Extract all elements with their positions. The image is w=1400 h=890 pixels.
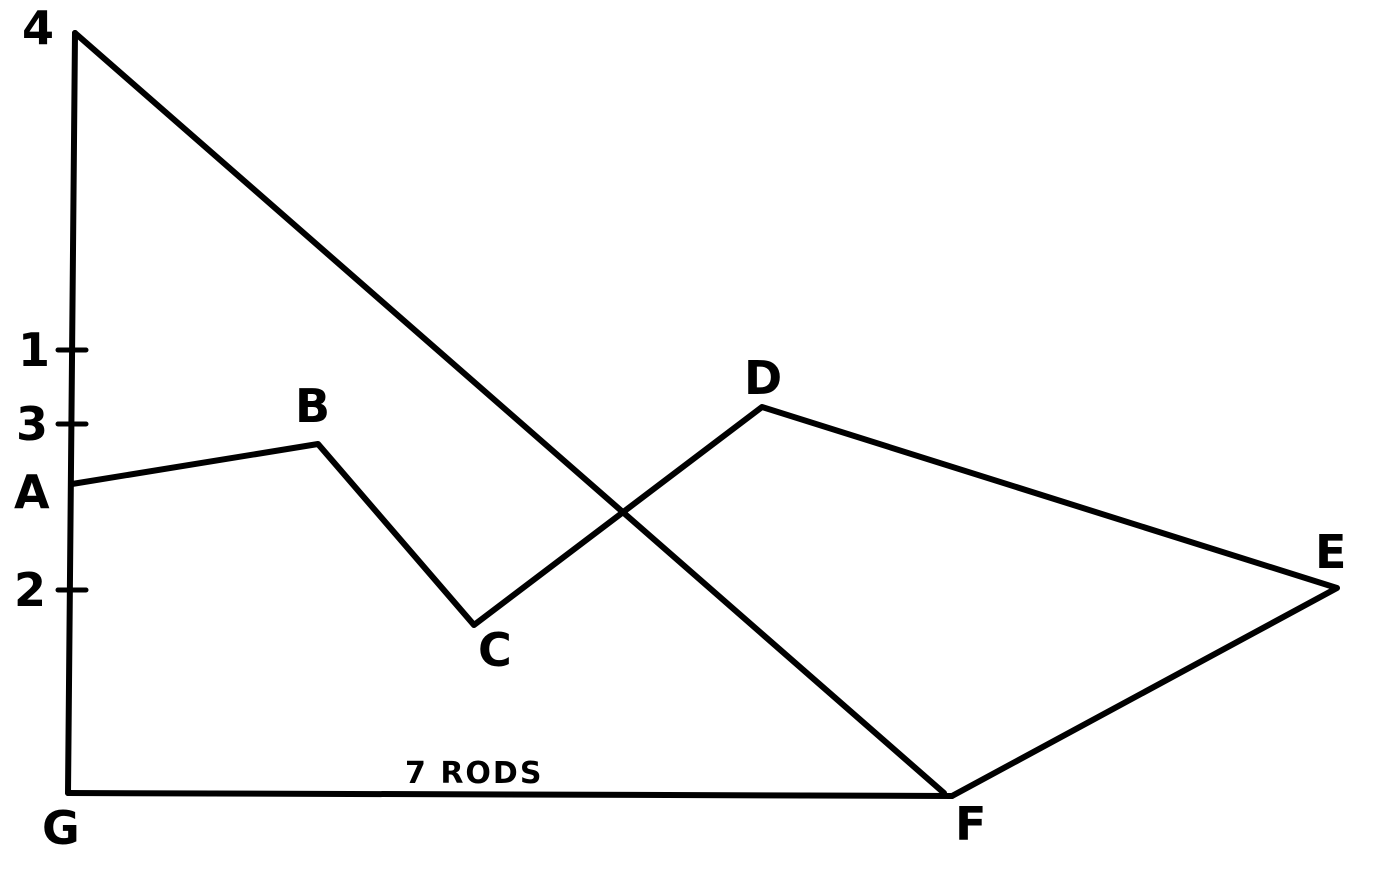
point-label-d: D [744, 351, 782, 405]
point-label-a: A [14, 465, 50, 519]
point-label-g: G [42, 801, 80, 855]
point-label-e: E [1315, 525, 1346, 579]
edge-4-f [72, 30, 947, 796]
mark-4: 4 [22, 1, 54, 55]
mark-2: 2 [14, 563, 46, 617]
point-label-c: C [478, 623, 512, 677]
point-label-b: B [295, 379, 330, 433]
baseline-length-label: 7 RODS [405, 756, 543, 791]
edge-g-f [65, 790, 955, 799]
traverse-a-b-c-d-e-f [69, 404, 1340, 799]
mark-1: 1 [18, 323, 50, 377]
point-label-f: F [955, 797, 986, 851]
mark-3: 3 [16, 397, 48, 451]
edge-left-boundary [65, 30, 78, 796]
